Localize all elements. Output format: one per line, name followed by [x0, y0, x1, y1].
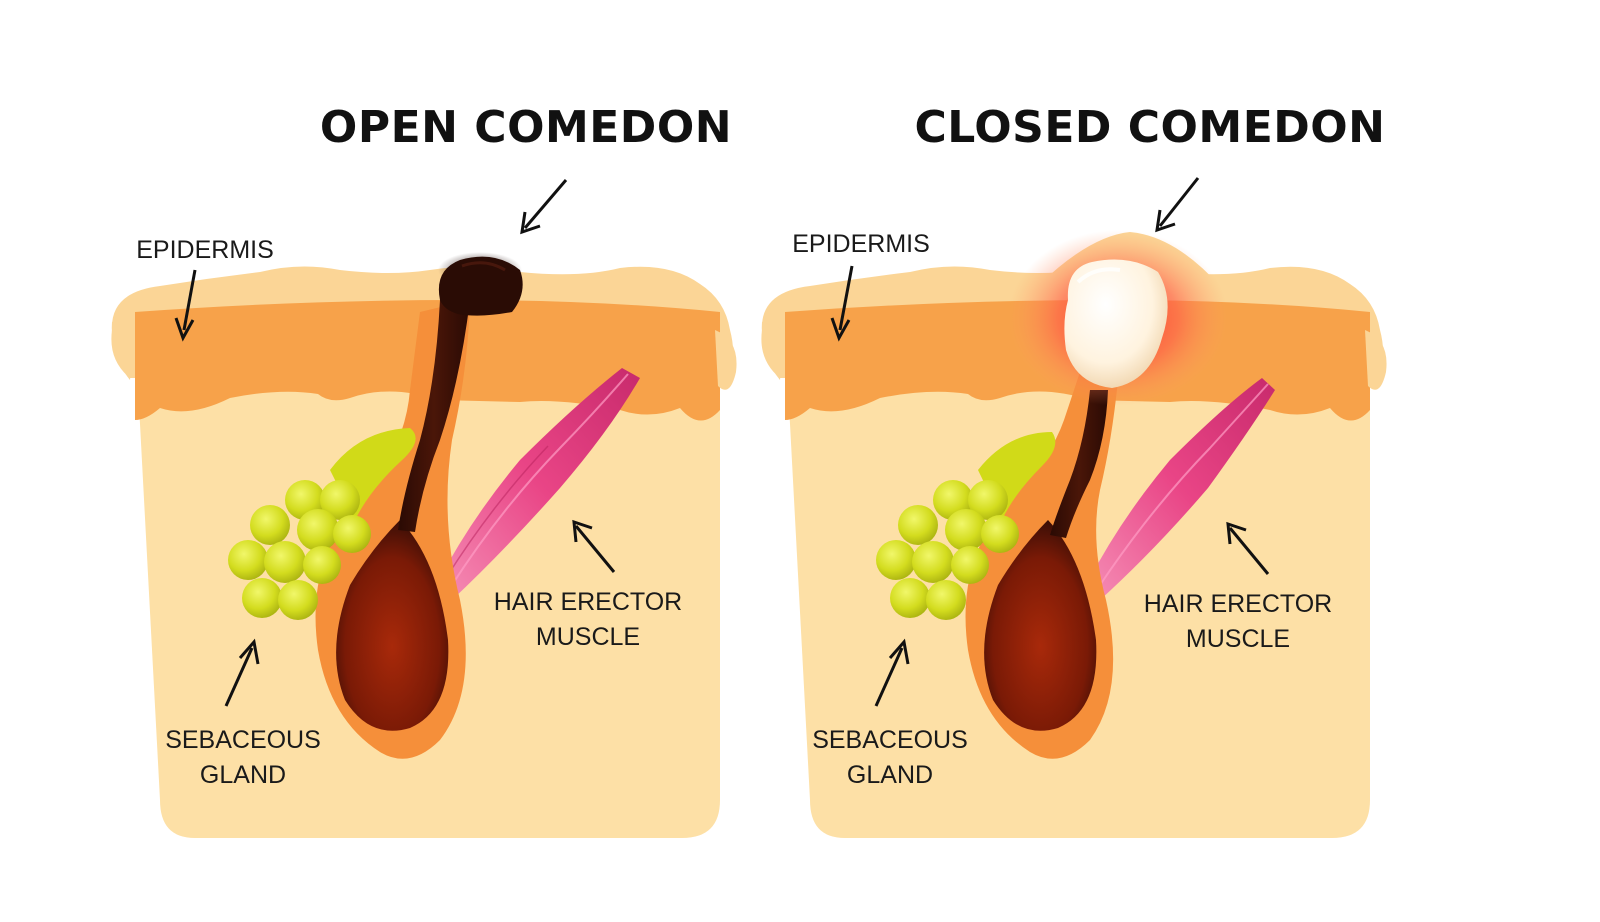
label-gland-line2-open: GLAND: [200, 761, 286, 789]
label-gland-line1-open: SEBACEOUS: [165, 726, 321, 754]
arrow-muscle-closed: [1226, 521, 1270, 575]
arrow-gland-closed: [874, 638, 910, 707]
label-muscle-line1-closed: HAIR ERECTOR: [1144, 590, 1332, 618]
label-gland-line2-closed: GLAND: [847, 761, 933, 789]
arrow-blackhead-open: [520, 179, 568, 235]
label-muscle-line2-open: MUSCLE: [536, 623, 640, 651]
open-comedon-panel: OPEN COMEDON: [111, 102, 737, 838]
label-muscle-line2-closed: MUSCLE: [1186, 625, 1290, 653]
panel-title-closed: CLOSED COMEDON: [914, 102, 1385, 153]
whitehead: [1008, 230, 1228, 406]
blackhead-plug: [438, 252, 523, 316]
label-epidermis-closed: EPIDERMIS: [792, 230, 930, 258]
hair-erector-muscle-closed: [1088, 378, 1275, 600]
label-muscle-line1-open: HAIR ERECTOR: [494, 588, 682, 616]
arrow-muscle-open: [572, 519, 616, 573]
arrow-epidermis-open: [174, 269, 197, 342]
label-epidermis-open: EPIDERMIS: [136, 236, 274, 264]
arrow-epidermis-closed: [830, 265, 854, 342]
arrow-whitehead-closed: [1155, 177, 1200, 233]
panel-title-open: OPEN COMEDON: [320, 102, 732, 153]
closed-comedon-panel: CLOSED COMEDON: [761, 102, 1387, 838]
sebaceous-gland-closed: [876, 432, 1056, 620]
arrow-gland-open: [224, 638, 260, 707]
follicle-open: [315, 300, 470, 759]
sebaceous-gland-open: [228, 428, 416, 620]
hair-erector-muscle-open: [438, 368, 640, 600]
label-gland-line1-closed: SEBACEOUS: [812, 726, 968, 754]
follicle-closed: [965, 372, 1118, 759]
